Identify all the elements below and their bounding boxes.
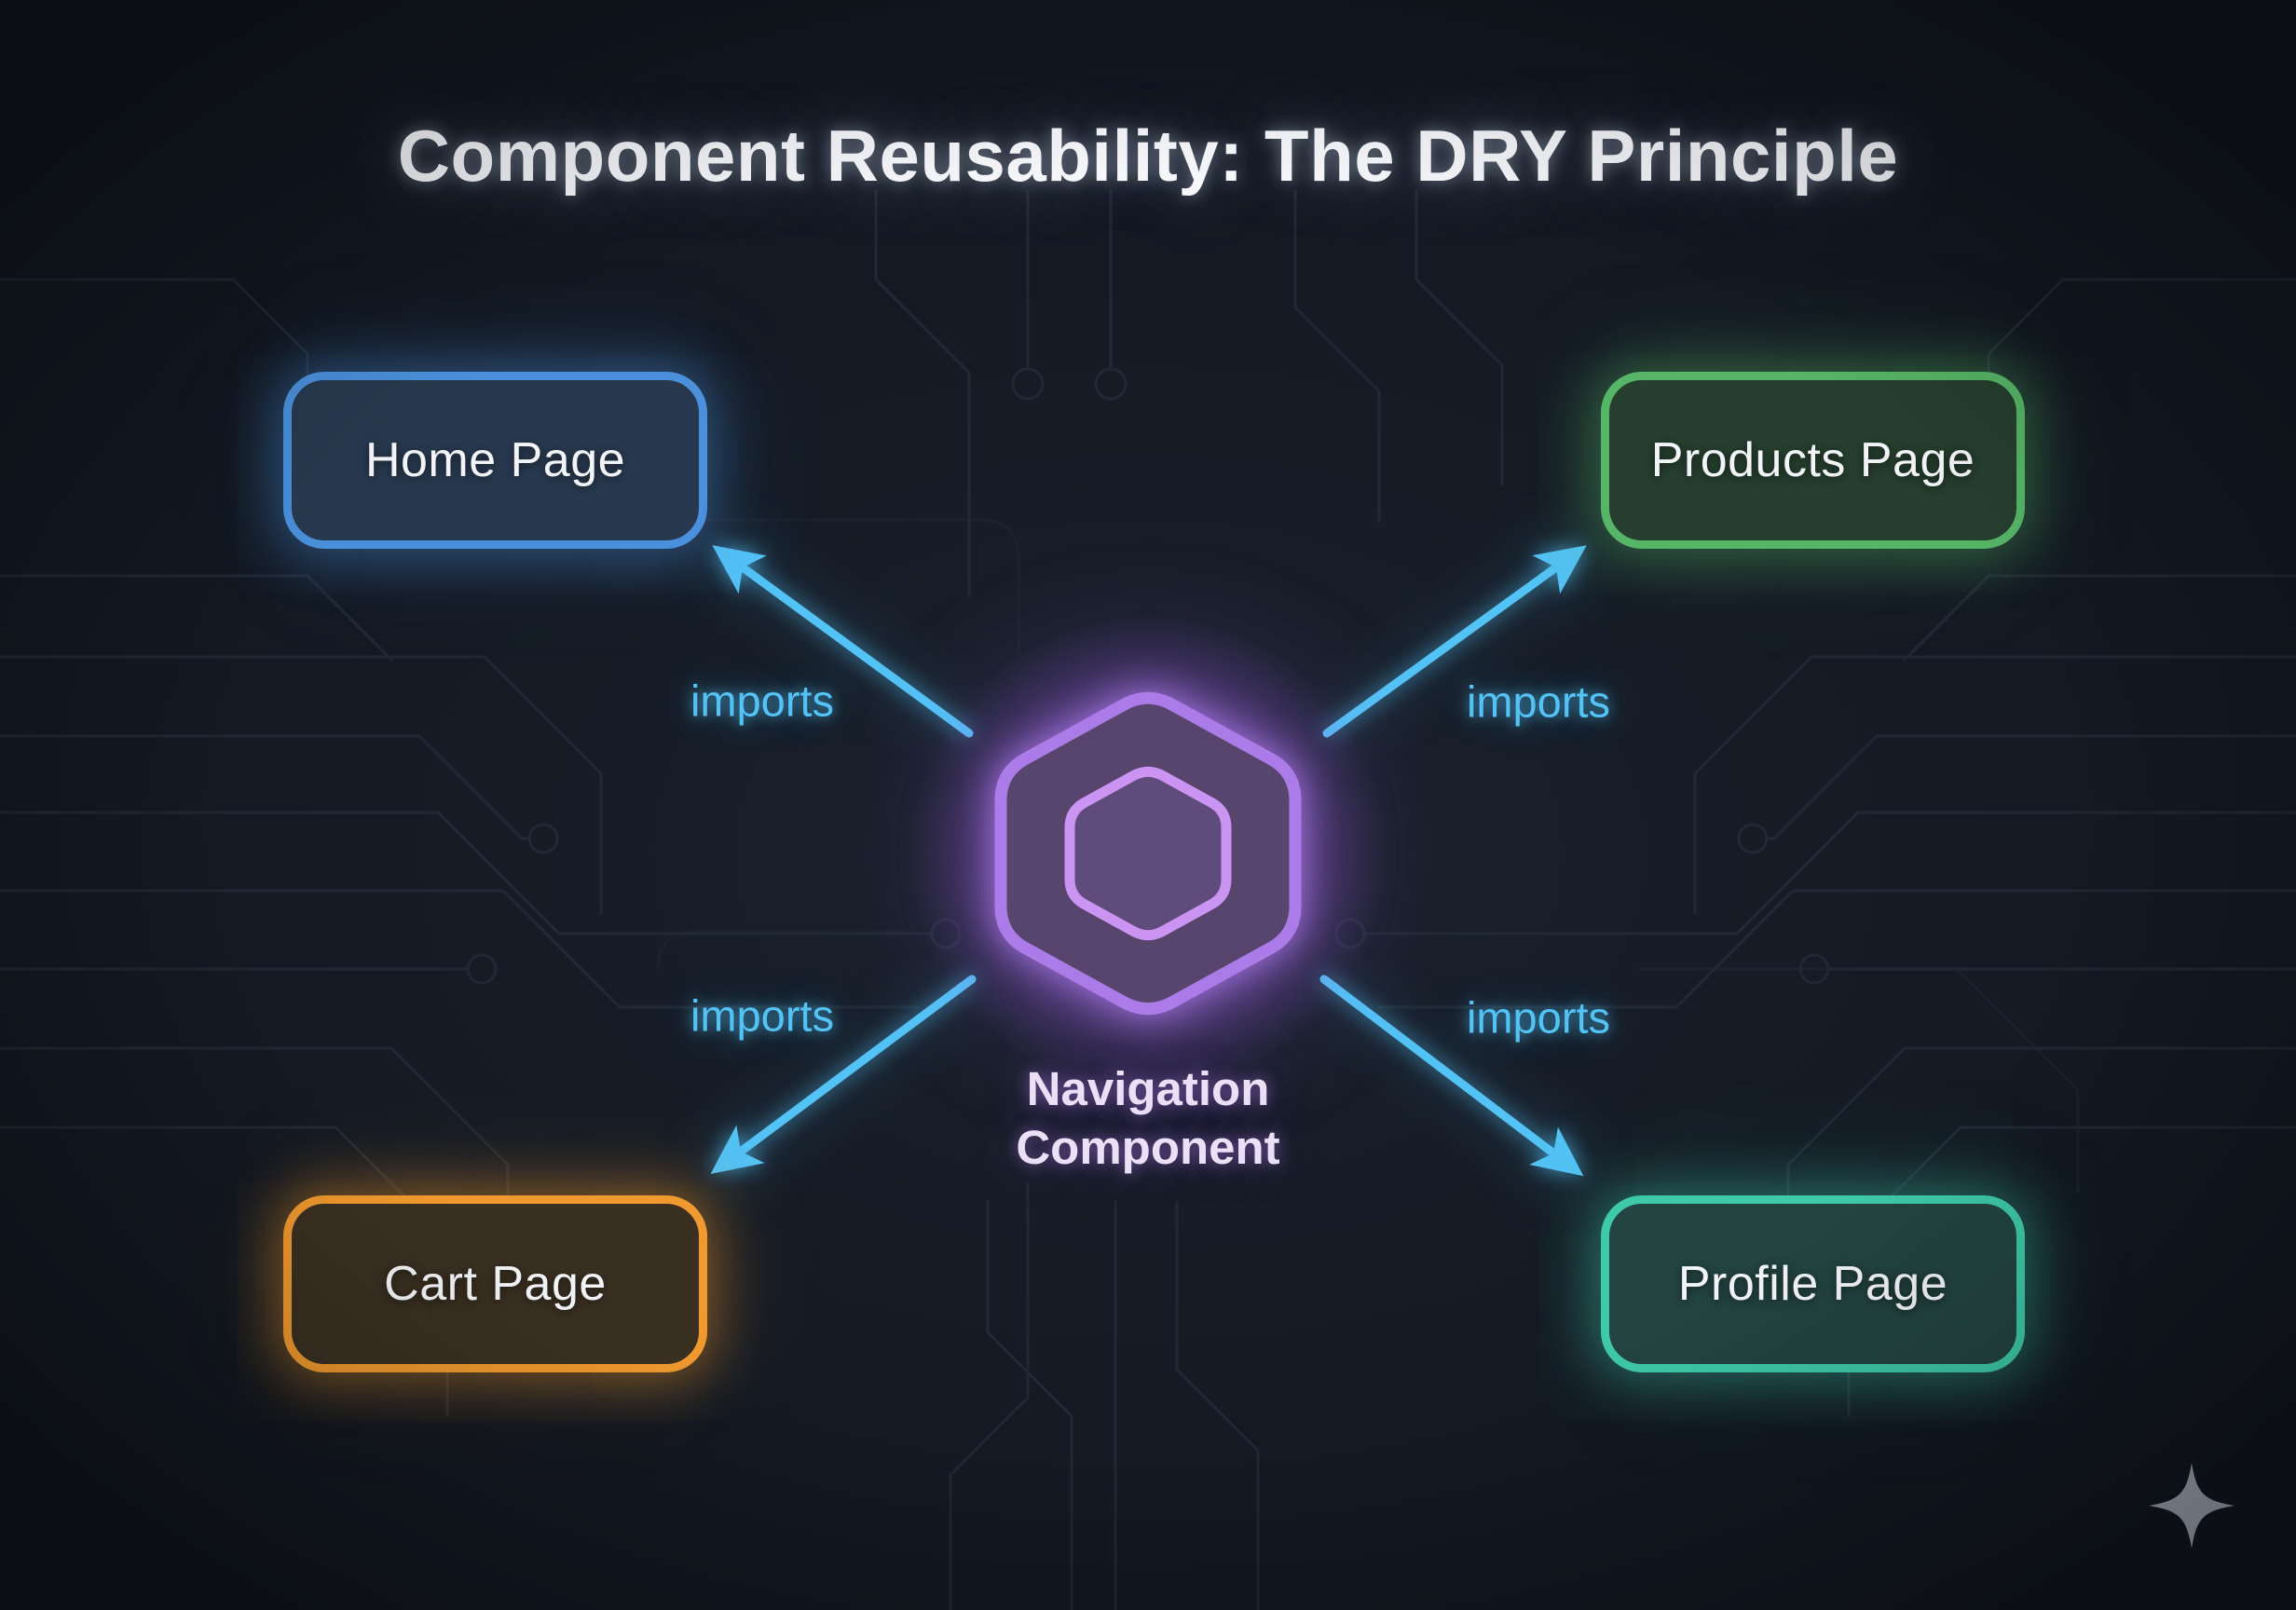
sparkle-icon: [2149, 1463, 2234, 1549]
center-component-label-line1: Navigation: [1026, 1062, 1270, 1115]
nested-hexagon-icon: [994, 691, 1302, 1016]
node-home-page: Home Page: [283, 372, 707, 549]
edge-label-imports-profile: imports: [1466, 992, 1611, 1043]
node-home-page-label: Home Page: [364, 433, 626, 487]
edge-label-imports-home: imports: [690, 675, 835, 726]
node-cart-page-label: Cart Page: [384, 1257, 607, 1311]
node-cart-page: Cart Page: [283, 1195, 707, 1372]
edge-label-imports-products: imports: [1466, 676, 1611, 727]
node-products-page: Products Page: [1601, 372, 2025, 549]
node-profile-page-label: Profile Page: [1677, 1257, 1948, 1311]
center-component-label-line2: Component: [1016, 1120, 1280, 1174]
node-profile-page: Profile Page: [1601, 1195, 2025, 1372]
page-title: Component Reusability: The DRY Principle: [397, 115, 1899, 197]
center-component-label: Navigation Component: [0, 1060, 2296, 1177]
node-products-page-label: Products Page: [1650, 433, 1975, 487]
edge-label-imports-cart: imports: [690, 990, 835, 1041]
